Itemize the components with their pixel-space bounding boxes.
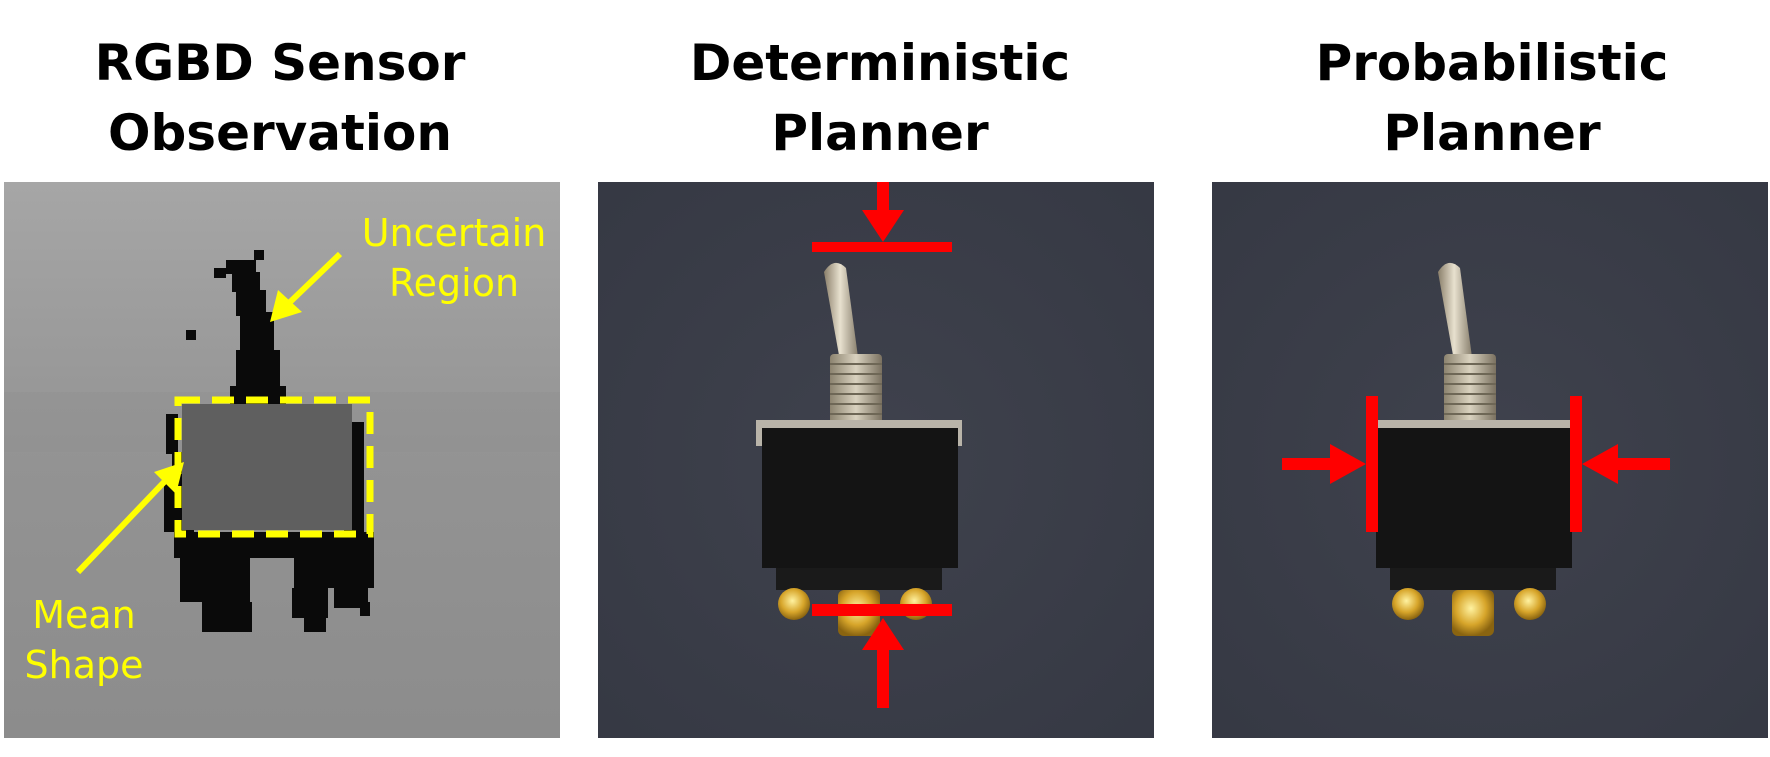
title-line: Deterministic	[600, 28, 1160, 98]
panel-title-deterministic: Deterministic Planner	[600, 28, 1160, 168]
probabilistic-photo	[1212, 182, 1768, 738]
annotation-line: Mean	[14, 590, 154, 640]
title-line: Probabilistic	[1212, 28, 1770, 98]
deterministic-planner-panel	[598, 182, 1154, 738]
panel-title-observation: RGBD Sensor Observation	[0, 28, 560, 168]
uncertain-region-label: Uncertain Region	[354, 208, 554, 308]
deterministic-photo	[598, 182, 1154, 738]
depth-observation-panel: Uncertain Region Mean Shape	[4, 182, 560, 738]
title-line: RGBD Sensor	[0, 28, 560, 98]
panel-title-probabilistic: Probabilistic Planner	[1212, 28, 1770, 168]
title-line: Planner	[600, 98, 1160, 168]
annotation-line: Region	[354, 258, 554, 308]
mean-shape-label: Mean Shape	[14, 590, 154, 690]
title-line: Planner	[1212, 98, 1770, 168]
mean-shape	[182, 404, 352, 530]
probabilistic-planner-panel	[1212, 182, 1768, 738]
annotation-line: Shape	[14, 640, 154, 690]
title-line: Observation	[0, 98, 560, 168]
annotation-line: Uncertain	[354, 208, 554, 258]
